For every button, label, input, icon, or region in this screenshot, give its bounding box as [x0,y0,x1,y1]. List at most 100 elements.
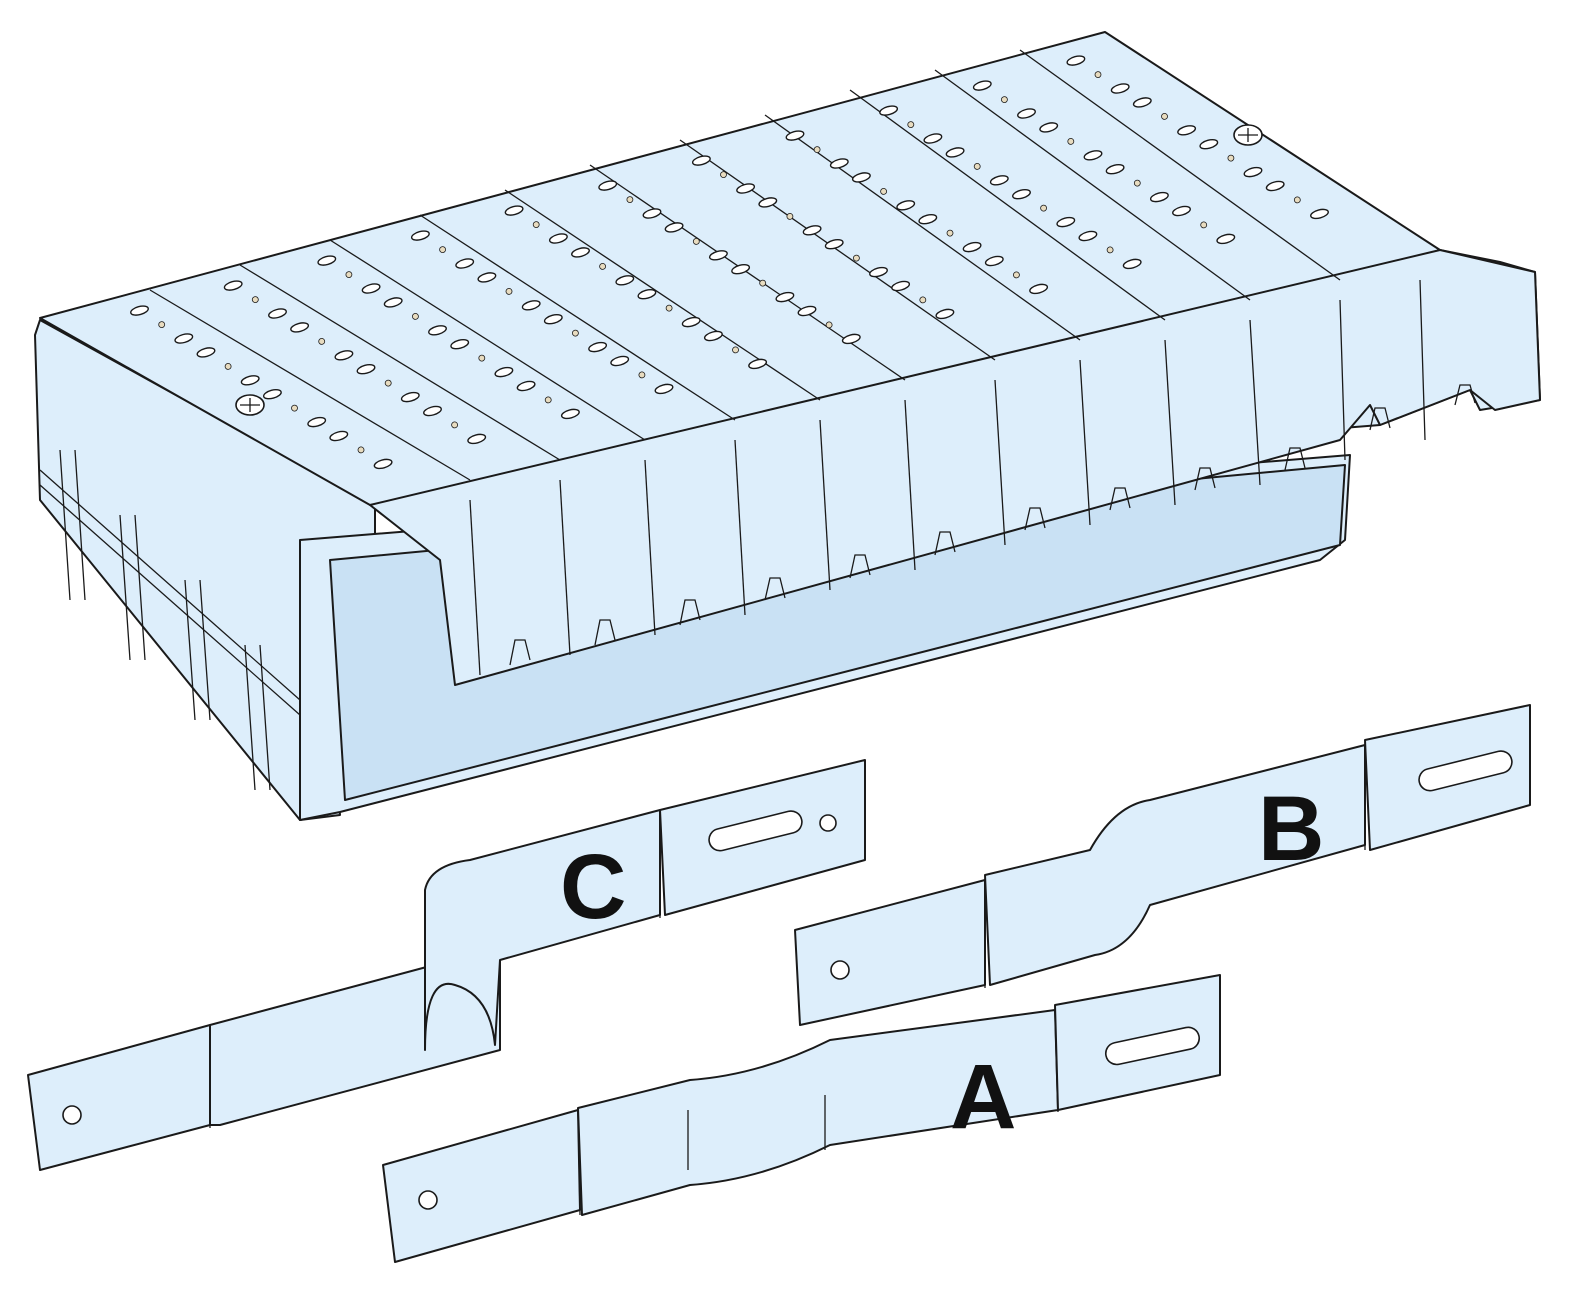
busbar-a-left-tab [382,1109,581,1263]
cover-slot [329,430,349,442]
cover-slot [1067,137,1075,145]
cover-slot [317,255,337,266]
cover-slot [1200,221,1208,229]
cover-slot [516,380,536,392]
cover-slot [1199,138,1219,150]
cover-slot [357,446,365,454]
cover-slot [989,175,1009,186]
cover-slot [423,405,442,417]
cover-slot [786,212,794,220]
cover-slot [759,279,767,287]
front-face-notches [509,384,1476,666]
cover-slot [318,337,326,345]
busbar-b-label: B [1258,778,1324,880]
busbar-c-label: C [560,836,626,938]
cover-slot [268,308,287,319]
cover-slot [918,213,938,225]
cover-slot [543,313,563,325]
busbar-a-label: A [950,1046,1016,1148]
cover-slot [450,338,470,350]
cover-slot [896,200,916,211]
cover-slot [1078,230,1098,242]
cover-slot [1039,122,1059,133]
cover-slot [1040,204,1047,212]
cover-slot [251,296,259,304]
cover-slot [504,205,524,216]
cover-slot [1029,283,1049,295]
busbar-c-hole-right [819,814,837,832]
cover-slot [797,305,817,317]
cover-slot [691,155,711,166]
cover-slot [972,80,992,91]
cover-slot [879,105,899,116]
cover-slot [1106,246,1114,254]
cover-slot [1172,205,1191,217]
cover-slot [736,183,756,194]
cover-slot [1216,233,1236,245]
cover-slot [455,258,475,269]
cover-slot [829,158,849,169]
cover-segment-lines [149,49,1341,481]
cover-slot [494,366,514,378]
cover-slot [224,362,232,370]
busbar-support-housing [34,31,1541,821]
cover-slot [451,421,459,429]
cover-slot [410,230,430,241]
cover-slot [720,171,727,179]
cover-slot [1122,258,1142,270]
cover-slot [361,283,381,294]
cover-slot [1177,125,1197,136]
cover-slot [1066,55,1086,66]
cover-screw-left [235,394,265,416]
cover-slot [610,355,630,367]
cover-slot [637,288,657,300]
cover-slot [174,333,194,344]
busbar-b-left-tab [794,879,986,1026]
busbar-a-slot-right [1104,1026,1200,1066]
cover-slot [1013,271,1020,279]
cover-slot [758,197,778,208]
cover-slot [1094,71,1102,78]
cover-slot [1017,108,1036,119]
cover-slot [428,325,447,336]
cover-slot [824,238,844,250]
cover-slot [853,254,860,262]
cover-slot [334,350,354,361]
cover-slot [411,312,419,320]
cover-slot [532,221,540,229]
cover-slot [681,316,701,328]
cover-slot [923,133,943,144]
cover-slot [869,266,888,278]
busbar-c-hole-left [62,1105,82,1125]
cover-slot [880,187,887,195]
housing-wire-bracket [39,449,301,791]
cover-slot [654,383,674,395]
cover-slot [1056,216,1076,228]
cover-slot [1161,113,1168,120]
cover-slot [548,233,568,244]
cover-slot [891,280,911,292]
cover-slot [290,322,310,333]
cover-slot [477,272,497,283]
cover-slot [307,416,327,428]
cover-slot [946,229,954,237]
cover-slot [599,262,606,270]
cover-slot [373,458,393,470]
housing-cover-front-face [369,249,1541,686]
busbar-b-slot-right [1418,750,1513,792]
cover-slot [1243,166,1263,178]
cover-slot [400,391,420,403]
cover-slot [732,346,739,354]
cover-slot [467,433,487,445]
cover-slot [345,271,353,279]
cover-slot [1105,163,1125,175]
cover-slot [356,363,376,375]
busbar-b-hole-left [830,960,850,980]
cover-slot [1132,97,1152,108]
cover-slot [802,225,822,236]
cover-slot [1001,96,1008,103]
cover-slot [703,330,723,342]
front-face-ribs [469,279,1426,676]
cover-slot [626,196,634,204]
